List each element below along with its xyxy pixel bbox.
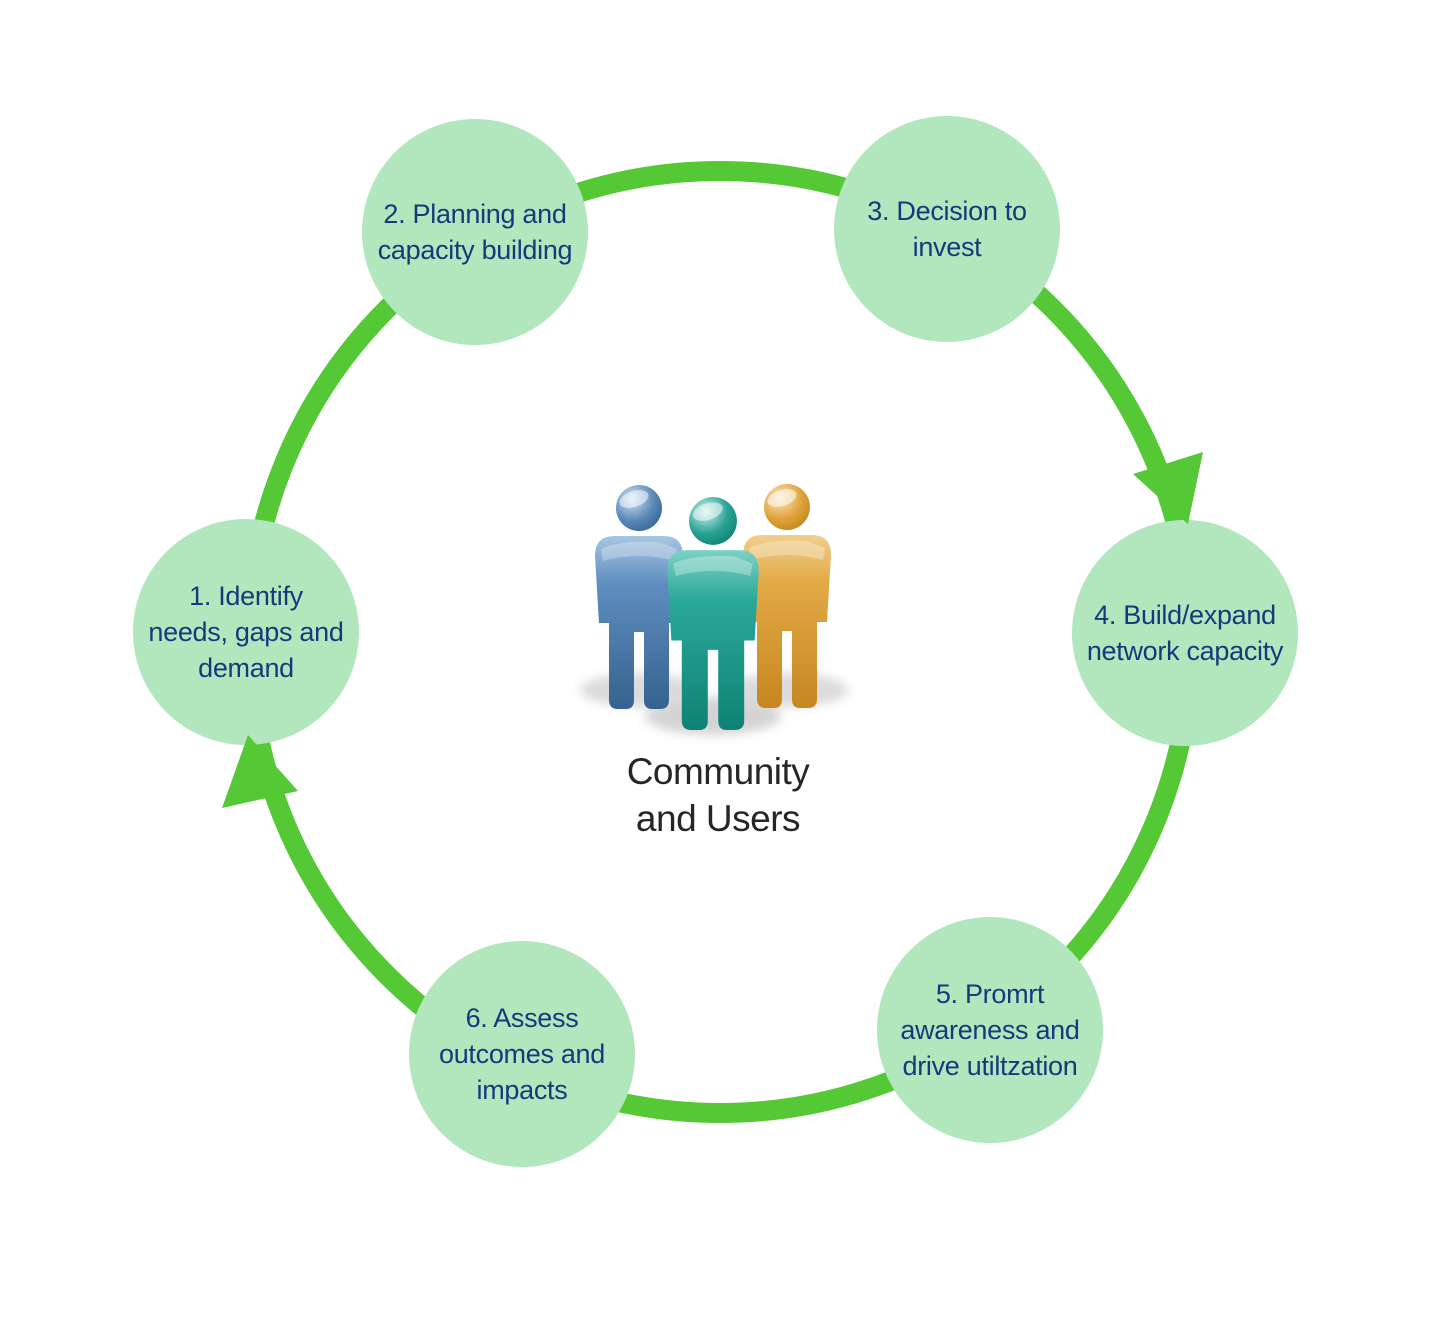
node-label-4: 4. Build/expand network capacity bbox=[1086, 600, 1284, 666]
node-circle-2 bbox=[362, 119, 588, 345]
node-label-5: 5. Promrt awareness and drive utiltzatio… bbox=[900, 979, 1080, 1081]
node-label-6: 6. Assess outcomes and impacts bbox=[438, 1003, 605, 1105]
person-orange-icon bbox=[743, 484, 831, 708]
node-circle-5 bbox=[877, 917, 1103, 1143]
node-circle-1 bbox=[133, 519, 359, 745]
node-circle-6 bbox=[409, 941, 635, 1167]
center-caption: Community and Users bbox=[626, 751, 810, 839]
people-group-icon bbox=[580, 484, 848, 735]
arrow-6-to-1-icon bbox=[222, 735, 298, 808]
node-label-2: 2. Planning and capacity building bbox=[377, 199, 573, 265]
arrow-3-to-4-icon bbox=[1133, 452, 1203, 524]
node-label-1: 1. Identify needs, gaps and demand bbox=[148, 581, 344, 683]
person-blue-icon bbox=[595, 485, 683, 709]
person-teal-icon bbox=[667, 497, 759, 730]
node-circle-3 bbox=[834, 116, 1060, 342]
shadow-center bbox=[645, 697, 781, 735]
node-label-3: 3. Decision to invest bbox=[867, 196, 1027, 262]
node-circle-4 bbox=[1072, 520, 1298, 746]
